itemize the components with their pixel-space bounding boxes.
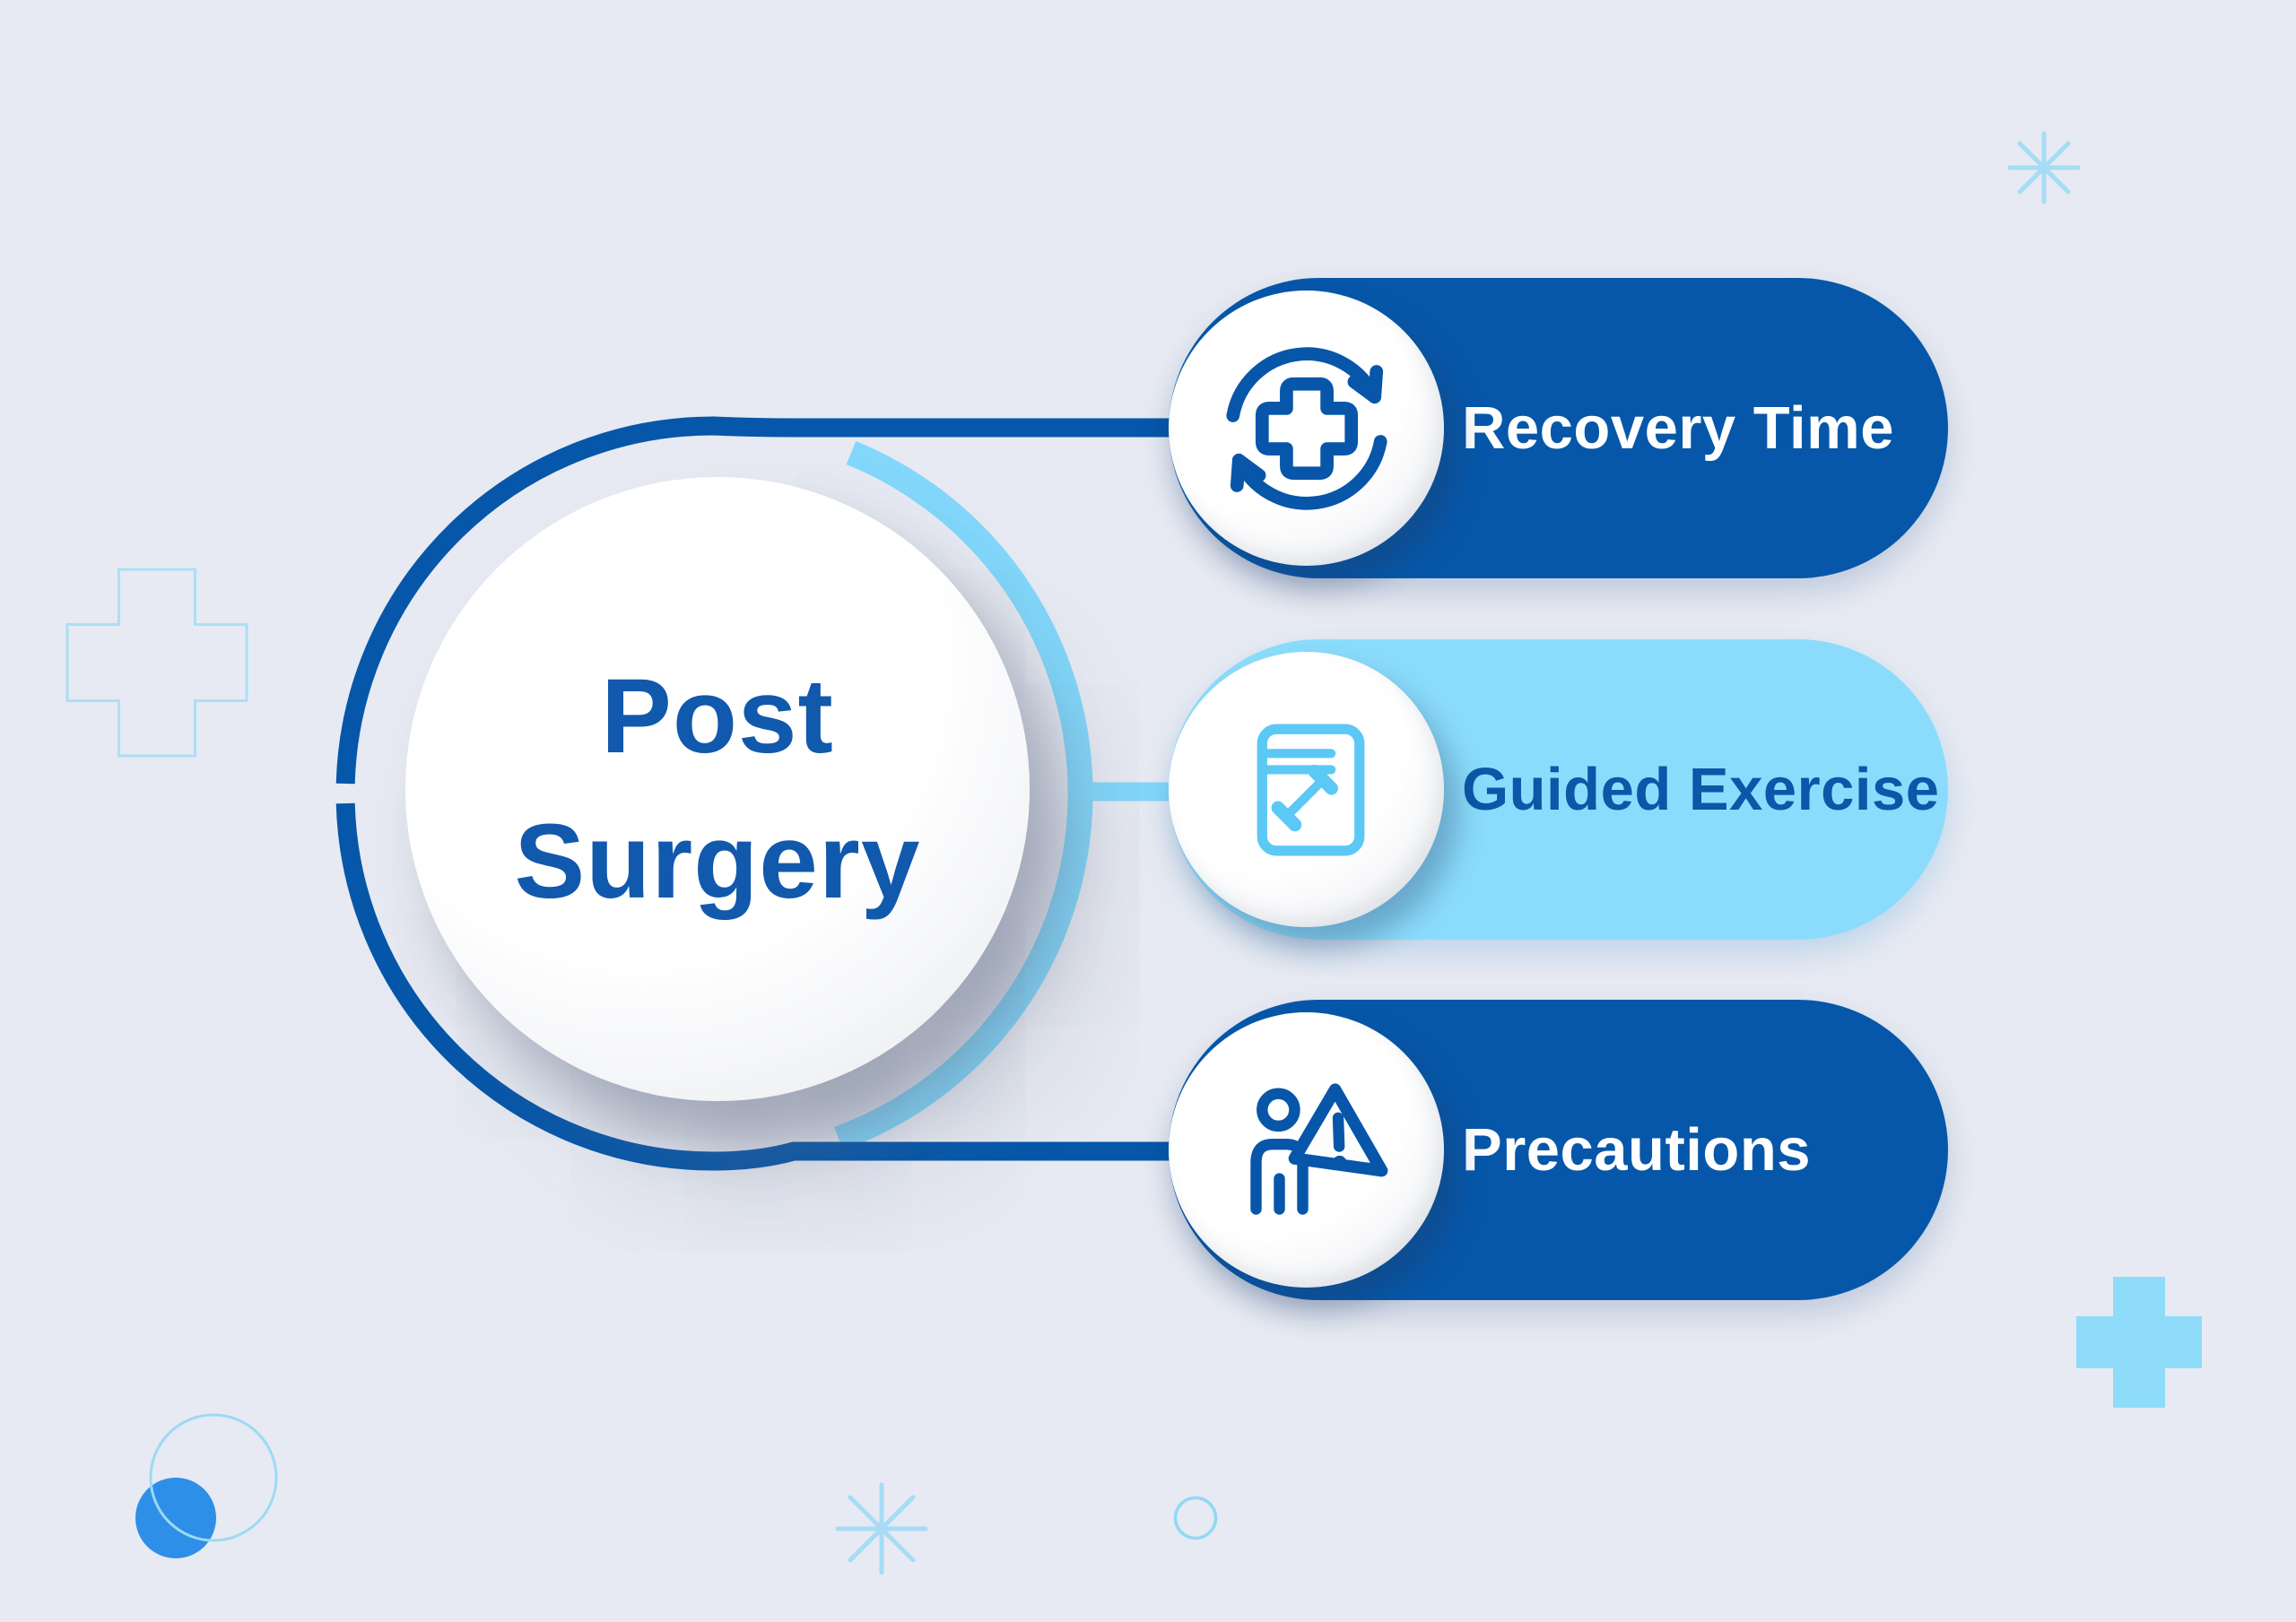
hub-title: Post Surgery bbox=[515, 644, 921, 934]
asterisk-icon bbox=[835, 1482, 928, 1575]
cross-outline-icon bbox=[65, 568, 248, 758]
circle-outline-icon bbox=[149, 1413, 278, 1542]
exercise-icon-disc bbox=[1169, 652, 1444, 927]
pill-label-precautions: Precautions bbox=[1462, 1116, 1812, 1184]
hub-circle: Post Surgery bbox=[405, 477, 1030, 1101]
precautions-icon-disc bbox=[1169, 1012, 1444, 1288]
pill-recovery-time: Recovery Time bbox=[1169, 278, 1948, 578]
hub-ring-top-and-connector bbox=[335, 416, 1184, 785]
pill-precautions: Precautions bbox=[1169, 1000, 1948, 1300]
recovery-icon-disc bbox=[1169, 291, 1444, 566]
pill-label-guided-exercise: Guided Exercise bbox=[1462, 756, 1940, 823]
recovery-cycle-cross-icon bbox=[1225, 346, 1387, 510]
asterisk-icon bbox=[2007, 131, 2081, 204]
hub-title-line2: Surgery bbox=[514, 802, 921, 921]
hub-ring-bottom-and-connector bbox=[335, 802, 1184, 1171]
solid-circle-icon bbox=[135, 1478, 216, 1558]
hub-title-line1: Post bbox=[601, 657, 834, 776]
solid-cross-icon bbox=[2076, 1277, 2202, 1408]
person-warning-icon bbox=[1249, 1082, 1387, 1215]
pill-guided-exercise: Guided Exercise bbox=[1169, 639, 1948, 940]
pill-label-recovery-time: Recovery Time bbox=[1462, 395, 1894, 462]
exercise-book-dumbbell-icon bbox=[1257, 724, 1364, 855]
small-circle-outline-icon bbox=[1173, 1496, 1218, 1540]
